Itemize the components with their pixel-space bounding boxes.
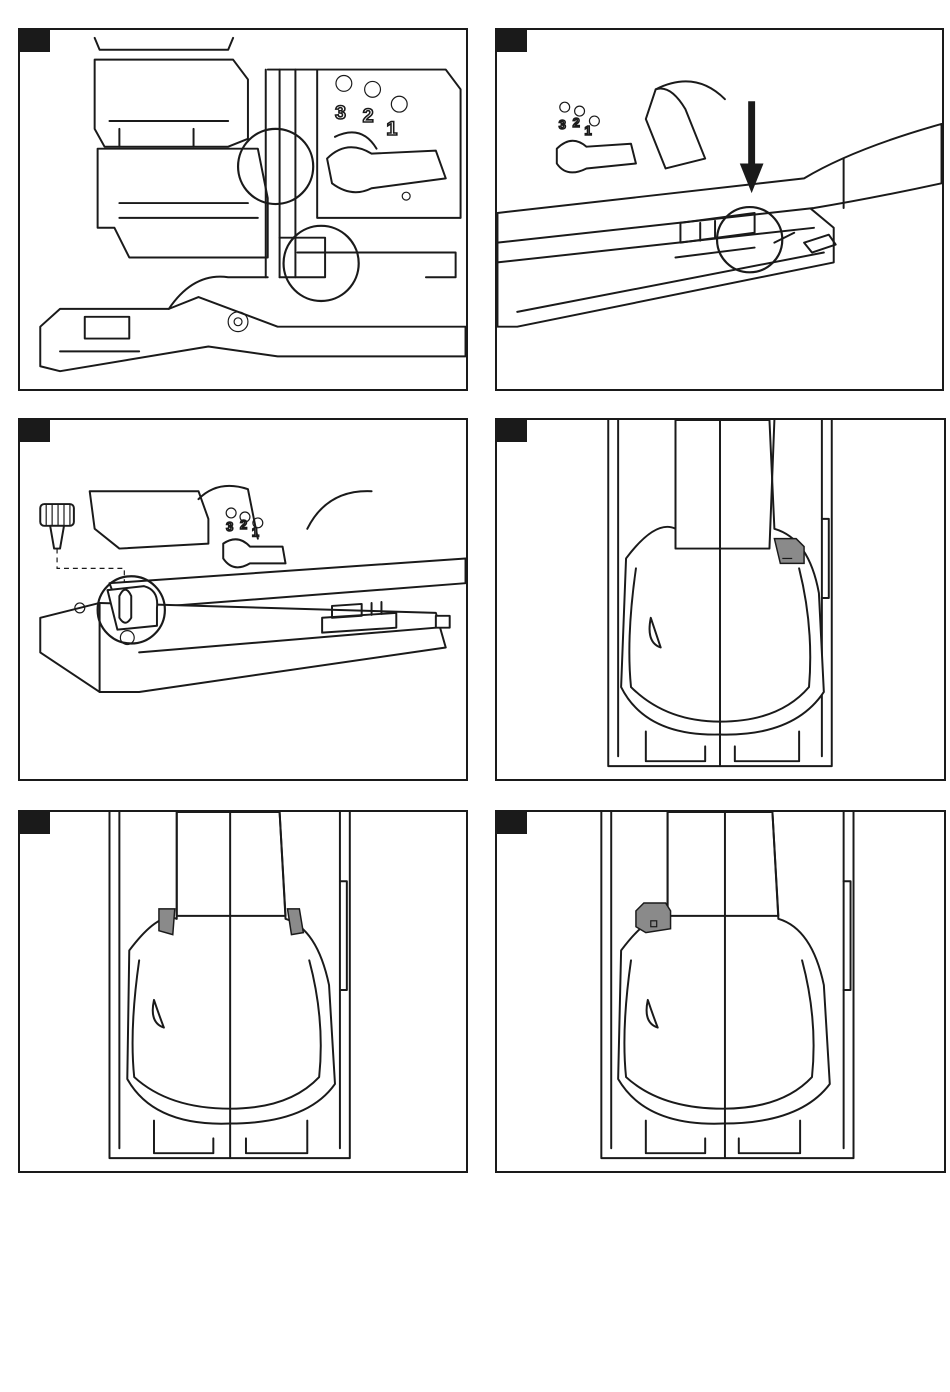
figure-5-drawing xyxy=(20,812,466,1171)
figure-6-number-badge xyxy=(497,812,527,834)
figure-3-number-badge xyxy=(20,420,50,442)
lever-marker-left xyxy=(636,903,671,933)
figure-2-number-badge xyxy=(497,30,527,52)
figure-1-number-badge xyxy=(20,30,50,52)
figure-4-number-badge xyxy=(497,420,527,442)
scale-label-2: 2 xyxy=(573,115,580,130)
figure-6-panel xyxy=(495,810,946,1173)
lever-marker-left xyxy=(159,909,175,935)
figure-1-panel: 3 2 1 xyxy=(18,28,468,391)
figure-2-panel: 3 2 1 xyxy=(495,28,944,391)
figure-4-drawing xyxy=(497,420,944,779)
figure-4-panel xyxy=(495,418,946,781)
figure-3-panel: 3 2 1 xyxy=(18,418,468,781)
figure-2-drawing: 3 2 1 xyxy=(497,30,942,389)
figure-5-number-badge xyxy=(20,812,50,834)
scale-label-1: 1 xyxy=(386,118,397,140)
figure-6-drawing xyxy=(497,812,944,1171)
lever-marker-right xyxy=(774,539,804,564)
screw-head xyxy=(40,504,74,526)
scale-label-3: 3 xyxy=(559,117,566,132)
scale-label-3: 3 xyxy=(335,102,346,124)
screw-shank xyxy=(50,526,64,549)
scale-label-3: 3 xyxy=(226,519,233,534)
figure-5-panel xyxy=(18,810,468,1173)
figure-3-drawing: 3 2 1 xyxy=(20,420,466,779)
scale-label-1: 1 xyxy=(585,123,592,138)
scale-label-2: 2 xyxy=(363,105,374,127)
figure-1-drawing: 3 2 1 xyxy=(20,30,466,389)
